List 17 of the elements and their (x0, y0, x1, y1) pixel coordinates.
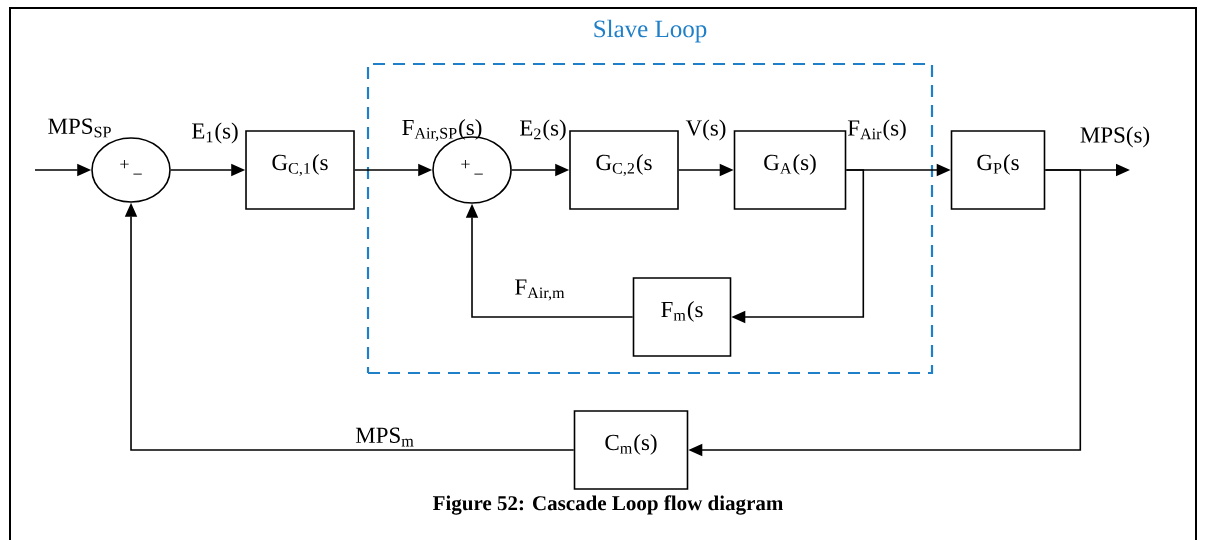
signal-label: MPS(s) (1080, 126, 1150, 148)
signal-label: E$_{1}$(s) (192, 122, 238, 144)
block-box: G$_{C,2}$(s (569, 130, 679, 210)
signal-label: MPS$_{m}$ (355, 427, 414, 447)
signal-label: E$_{2}$(s) (520, 119, 566, 141)
block-box: G$_{A}$(s) (733, 130, 847, 210)
signal-label: V(s) (685, 119, 726, 141)
signal-label: F$_{Air,m}$ (515, 279, 565, 301)
block-box: G$_{P}$(s (950, 130, 1046, 210)
block-box: F$_{m}$(s (632, 277, 732, 357)
block-box: C$_{m}$(s) (573, 410, 689, 490)
signal-label: F$_{Air}$(s) (847, 119, 906, 141)
block-box: G$_{C,1}$(s (245, 130, 355, 210)
figure-caption: Figure 52: Cascade Loop flow diagram (432, 495, 783, 515)
node-label: Slave Loop (594, 19, 707, 43)
summing-junction: + − (91, 137, 171, 203)
signal-label: MPS$_{SP}$ (48, 118, 111, 138)
